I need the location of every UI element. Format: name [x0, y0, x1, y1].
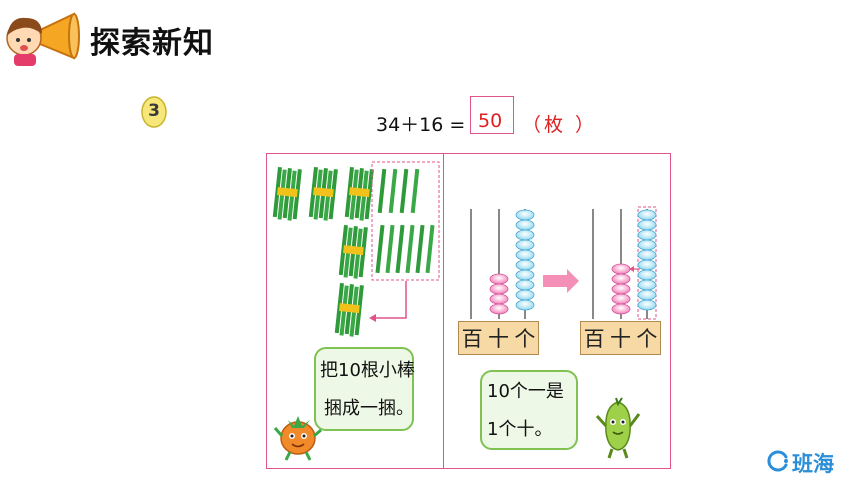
loose-sticks-top: [377, 168, 420, 214]
right-bubble-line-1: 10个一是: [487, 381, 564, 402]
megaphone-girl-icon: [2, 8, 82, 68]
bundle-3: [344, 167, 374, 222]
bundle-2: [308, 167, 338, 222]
after-ones-beads: [637, 209, 657, 311]
after-tens-beads: [611, 263, 631, 315]
before-label-tens: 十: [487, 327, 509, 351]
after-label-ones: 个: [636, 327, 658, 351]
answer-value: 50: [478, 110, 503, 132]
brand-logo-icon: [766, 449, 790, 473]
right-speech-bubble: [480, 370, 578, 450]
before-place-value-labels: 百 十 个: [458, 321, 539, 355]
page-title: 探索新知: [90, 26, 214, 61]
answer-unit: （枚 ）: [522, 114, 598, 136]
transition-arrow-icon: [543, 269, 579, 293]
tomato-character-icon: [273, 416, 322, 461]
loose-sticks-bottom: [375, 224, 435, 274]
left-bubble-line-2: 捆成一捆。: [324, 398, 414, 419]
left-bubble-line-1: 把10根小棒: [320, 360, 415, 381]
loose-sticks-frame: [371, 161, 440, 281]
before-ones-beads: [515, 209, 535, 311]
regroup-arrow: [374, 281, 407, 319]
before-tens-beads: [489, 273, 509, 315]
pepper-character-icon: [595, 397, 641, 459]
brand-logo-text: 班海: [792, 452, 834, 476]
abacus-illustration: [470, 206, 657, 320]
after-label-hundreds: 百: [583, 327, 605, 351]
equation-text: 34＋16 =: [376, 114, 466, 136]
before-label-ones: 个: [514, 327, 536, 351]
right-bubble-line-2: 1个十。: [487, 419, 553, 440]
problem-number: 3: [148, 101, 160, 121]
bundle-4: [338, 225, 368, 280]
problem-number-badge: 3: [140, 95, 168, 129]
bundle-5: [334, 283, 364, 338]
before-label-hundreds: 百: [461, 327, 483, 351]
answer-box: [470, 96, 514, 134]
bundle-1: [272, 167, 302, 222]
stick-bundles-illustration: [272, 161, 440, 338]
after-place-value-labels: 百 十 个: [580, 321, 661, 355]
left-speech-bubble: [314, 347, 414, 431]
after-label-tens: 十: [609, 327, 631, 351]
